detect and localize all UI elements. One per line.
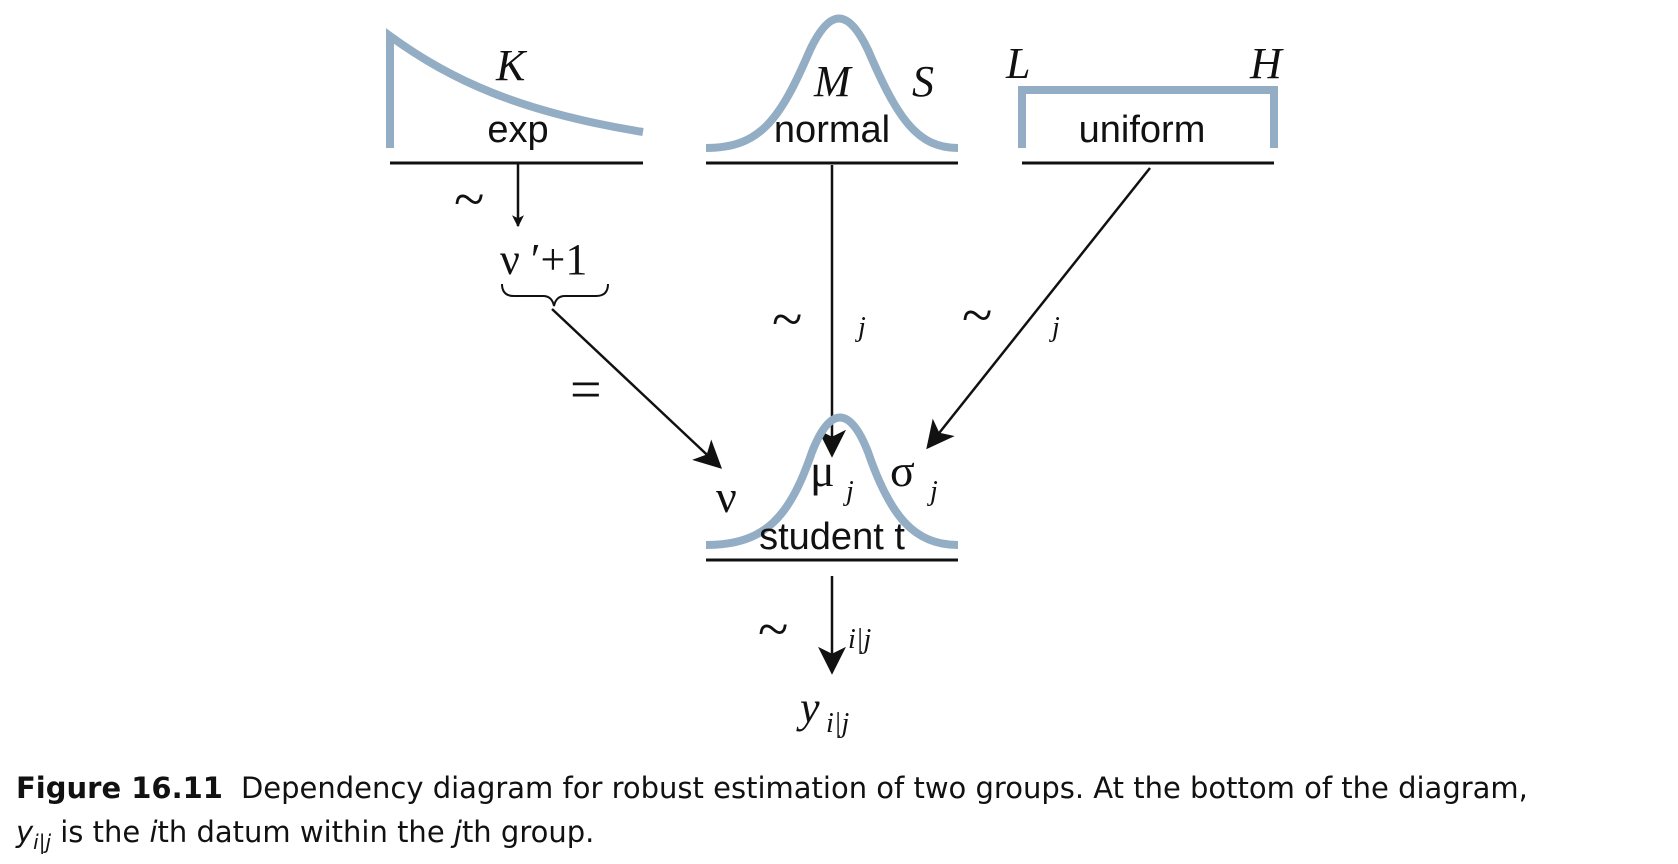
tilde-student: ~ [758,599,788,661]
student-param-mu: μ [810,445,835,496]
student-t-distribution: ν μ j σ j student t [705,413,959,562]
figure-caption: Figure 16.11 Dependency diagram for robus… [16,766,1666,864]
uniform-distribution: L H uniform [1005,39,1284,165]
uniform-param-l: L [1005,39,1030,88]
exp-curve-shape [386,28,644,148]
exp-distribution: K exp [386,28,644,165]
caption-i: i [149,815,158,849]
student-t-label: student t [759,516,905,558]
student-sigma-sub-j: j [927,476,938,507]
tilde-normal: ~ [772,289,802,351]
uniform-curve-shape [1018,86,1278,148]
exp-param-k: K [495,41,528,90]
student-param-nu: ν [716,471,737,522]
normal-curve-shape [705,14,959,152]
caption-text-4: th group. [461,815,595,849]
j-label-uniform: j [1049,312,1060,343]
arrow-uniform-to-sigma [926,167,1151,450]
tilde-exp: ~ [454,169,484,231]
caption-text-1: Dependency diagram for robust estimation… [240,771,1528,805]
student-mu-sub-j: j [843,476,854,507]
caption-line-1: Figure 16.11 Dependency diagram for robus… [16,766,1666,810]
nu-prime-plus-one: ν ′+1 [500,235,587,284]
arrow-nuprime-to-nu [551,308,723,469]
caption-y: y [16,815,34,849]
j-label-normal: j [855,312,866,343]
uniform-param-h: H [1249,39,1284,88]
student-param-sigma: σ [890,445,915,496]
caption-y-sub: i|j [33,829,52,854]
y-variable: y [796,683,820,732]
caption-text-2: is the [51,815,150,849]
caption-j: j [453,815,462,849]
uniform-label: uniform [1079,109,1206,151]
caption-line-2: yi|j is the ith datum within the jth gro… [16,810,1666,864]
student-t-curve-shape [705,413,959,549]
tilde-uniform: ~ [962,285,992,347]
dependency-diagram: K exp M S normal L H uniform ~ ν ′+1 = ~… [386,14,1284,739]
normal-distribution: M S normal [705,14,959,165]
normal-label: normal [774,109,890,151]
ij-label: i|j [848,624,871,655]
y-subscript: i|j [826,708,849,739]
figure-label: Figure 16.11 [16,771,223,805]
underbrace [501,283,609,307]
equals-sign: = [570,359,602,421]
normal-param-s: S [912,57,934,106]
normal-param-m: M [813,57,853,106]
exp-label: exp [487,109,548,151]
caption-text-3: th datum within the [157,815,454,849]
